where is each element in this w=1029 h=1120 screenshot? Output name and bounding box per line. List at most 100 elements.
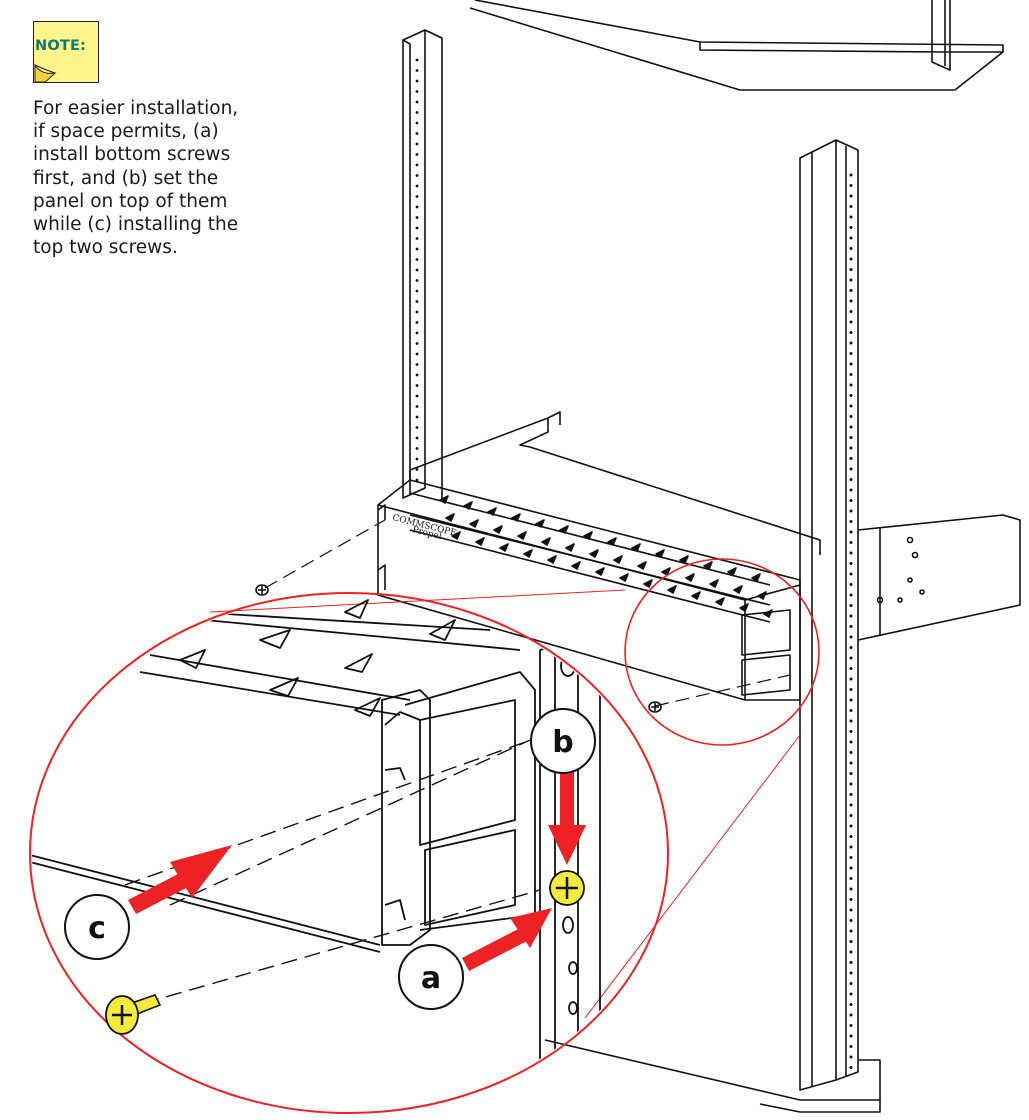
post-hole	[849, 1034, 853, 1038]
post-hole	[415, 100, 419, 104]
panel-finger	[727, 567, 737, 576]
post-hole	[849, 583, 853, 586]
post-hole	[849, 845, 853, 849]
post-hole	[849, 919, 853, 922]
panel-finger	[487, 507, 497, 516]
callout-a: a	[398, 944, 464, 1010]
post-hole	[415, 363, 419, 366]
post-hole	[849, 425, 853, 429]
screw-a	[549, 870, 585, 906]
screw-c	[105, 994, 162, 1035]
post-hole	[849, 268, 853, 271]
panel-finger	[685, 573, 695, 582]
note-label: NOTE:	[35, 38, 87, 54]
post-hole	[415, 310, 419, 314]
post-hole	[849, 215, 853, 219]
post-hole	[849, 751, 853, 754]
post-hole	[849, 1055, 853, 1059]
post-hole	[415, 384, 419, 387]
post-hole	[849, 782, 853, 786]
panel-finger	[583, 531, 593, 540]
post-hole	[849, 929, 853, 933]
post-hole	[415, 205, 419, 209]
post-hole	[849, 646, 853, 649]
post-hole	[849, 341, 853, 345]
post-hole	[849, 866, 853, 870]
post-hole	[849, 352, 853, 355]
panel-finger	[661, 567, 671, 576]
post-hole	[849, 520, 853, 523]
post-hole	[849, 362, 853, 366]
post-hole	[849, 226, 853, 229]
panel-finger	[559, 525, 569, 534]
panel-finger	[535, 519, 545, 528]
post-hole	[415, 447, 419, 450]
zoom-source-circle	[624, 558, 820, 746]
panel-finger	[565, 543, 575, 552]
zoom-detail-circle	[29, 592, 669, 1114]
post-hole	[849, 635, 853, 639]
post-hole	[415, 289, 419, 293]
rear-post-holes	[415, 58, 419, 482]
panel-finger	[763, 609, 773, 618]
post-hole	[849, 982, 853, 985]
post-hole	[415, 195, 419, 198]
post-hole	[849, 562, 853, 565]
post-hole	[849, 824, 853, 828]
panel-finger	[751, 573, 761, 582]
post-hole	[849, 950, 853, 954]
rear-left-rack-post	[402, 29, 443, 500]
post-hole	[849, 299, 853, 303]
rack-base	[544, 1039, 881, 1113]
panel-finger	[511, 513, 521, 522]
panel-finger	[595, 567, 605, 576]
zoom-connector-line	[209, 589, 626, 613]
panel-finger	[703, 561, 713, 570]
post-hole	[849, 772, 853, 775]
post-hole	[849, 667, 853, 670]
post-hole	[415, 331, 419, 335]
post-hole	[849, 656, 853, 660]
post-hole	[849, 604, 853, 607]
panel-finger	[607, 537, 617, 546]
post-hole	[415, 279, 419, 282]
post-hole	[415, 121, 419, 125]
callout-a-label: a	[421, 961, 441, 996]
post-hole	[415, 226, 419, 230]
post-hole	[849, 173, 853, 177]
post-hole	[415, 247, 419, 251]
panel-finger	[679, 555, 689, 564]
post-hole	[849, 803, 853, 807]
post-hole	[849, 184, 853, 187]
post-hole	[849, 856, 853, 859]
panel-finger	[619, 573, 629, 582]
post-hole	[849, 310, 853, 313]
callout-c: c	[64, 894, 130, 960]
post-hole	[849, 236, 853, 240]
panel-finger	[469, 519, 479, 528]
post-hole	[849, 446, 853, 450]
post-hole	[415, 111, 419, 114]
panel-finger	[493, 525, 503, 534]
post-hole	[849, 835, 853, 838]
note-line: while (c) installing the	[33, 214, 239, 236]
post-hole	[415, 342, 419, 345]
post-hole	[849, 278, 853, 282]
post-hole	[849, 205, 853, 208]
post-hole	[415, 69, 419, 72]
post-hole	[849, 551, 853, 555]
post-hole	[849, 887, 853, 891]
panel-finger	[439, 495, 449, 504]
post-hole	[415, 373, 419, 377]
post-hole	[849, 898, 853, 901]
panel-finger	[691, 591, 701, 600]
post-hole	[849, 877, 853, 880]
post-hole	[849, 625, 853, 628]
panel-finger	[637, 561, 647, 570]
front-post-holes	[849, 173, 853, 1069]
post-hole	[849, 961, 853, 964]
post-hole	[849, 730, 853, 733]
post-hole	[415, 268, 419, 272]
callout-b-label: b	[552, 725, 573, 760]
note-line: if space permits, (a)	[33, 121, 219, 143]
